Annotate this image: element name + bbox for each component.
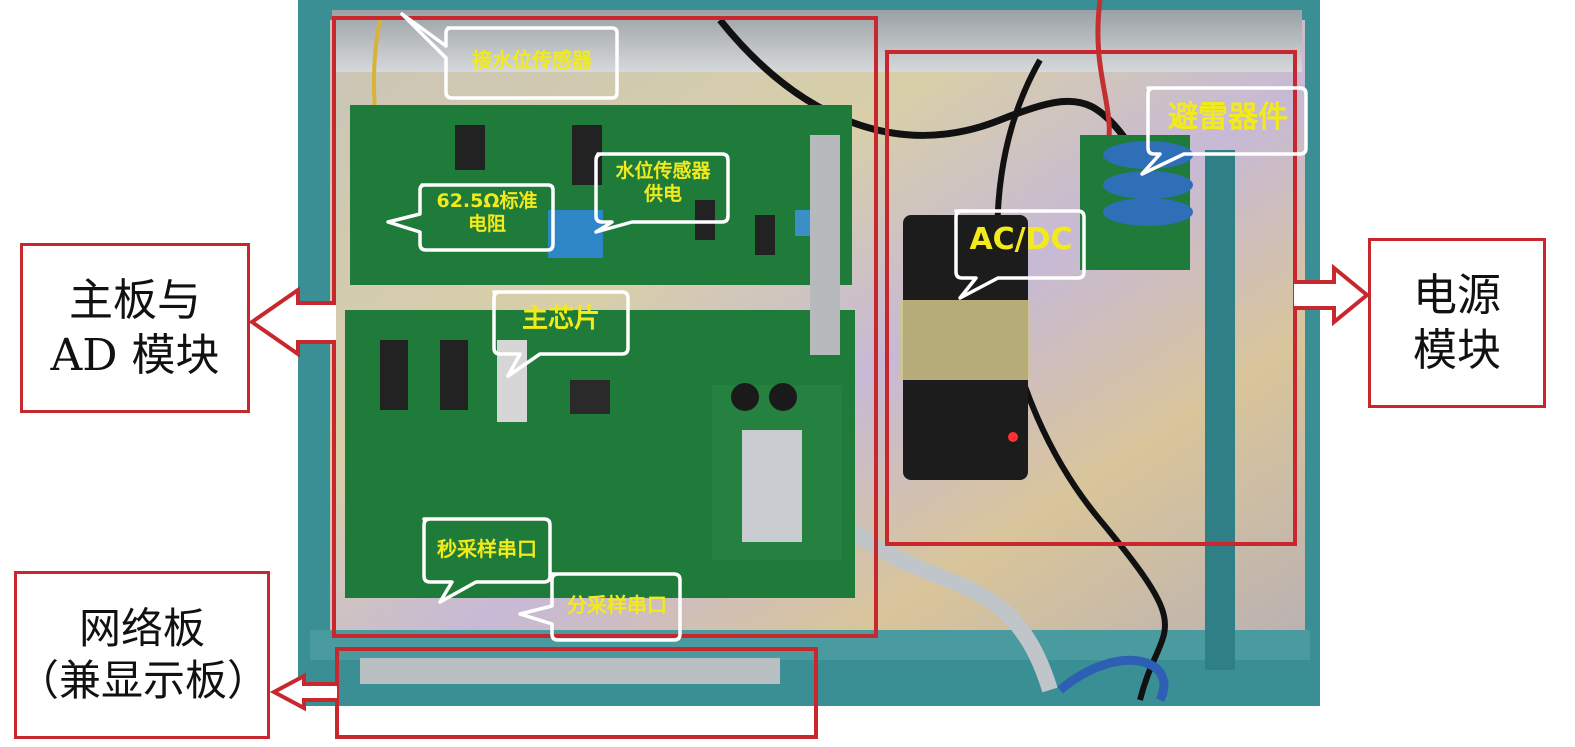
upper-pcb-cap — [795, 210, 813, 236]
callout-sensor-power-line2: 供电 — [643, 182, 682, 205]
callout-resistor: 62.5Ω标准 电阻 — [424, 190, 550, 236]
network-label-line1: 网络板 — [78, 603, 205, 653]
callout-minute-serial: 分采样串口 — [567, 593, 667, 617]
mainboard-arrow — [248, 286, 336, 358]
lower-pcb-heatsink — [742, 430, 802, 542]
upper-pcb-chip-d — [755, 215, 775, 255]
bubble-second-serial — [422, 517, 552, 604]
adapter-clamp — [900, 300, 1030, 380]
upper-pcb-relay — [548, 210, 603, 258]
bubble-water-sensor — [400, 12, 619, 100]
lower-pcb-qfp — [570, 380, 610, 414]
bubble-lightning — [1140, 86, 1308, 176]
upper-pcb-chip-c — [695, 200, 715, 240]
callout-resistor-line1: 62.5Ω标准 — [436, 190, 538, 212]
callout-lightning: 避雷器件 — [1168, 100, 1288, 135]
bottom-bar — [360, 658, 780, 684]
black-cable-2 — [994, 58, 1168, 701]
blue-cable — [1057, 655, 1169, 703]
bubble-minute-serial — [518, 572, 682, 642]
power-arrow — [1294, 263, 1371, 327]
callout-resistor-line2: 电阻 — [467, 212, 506, 235]
capacitor-2 — [769, 383, 797, 411]
power-label-box: 电源 模块 — [1368, 238, 1546, 408]
network-label-box: 网络板 （兼显示板） — [14, 571, 270, 739]
lower-pcb-chip-b — [440, 340, 468, 410]
mainboard-label-box: 主板与 AD 模块 — [20, 243, 250, 413]
bubble-resistor — [386, 183, 555, 252]
callout-sensor-power: 水位传感器 供电 — [600, 160, 726, 206]
mainboard-label-line1: 主板与 — [69, 275, 201, 326]
black-cable — [717, 17, 1183, 222]
callout-water-sensor: 接水位传感器 — [472, 48, 592, 72]
varistor-2 — [1103, 171, 1193, 199]
mainboard-label-line2: AD 模块 — [50, 330, 220, 381]
capacitor-1 — [731, 383, 759, 411]
network-arrow — [269, 672, 337, 712]
bubble-sensor-power — [594, 152, 730, 234]
network-label-line2: （兼显示板） — [17, 656, 270, 705]
ribbon-header — [810, 135, 840, 355]
power-label-line2: 模块 — [1413, 325, 1501, 376]
callout-sensor-power-line1: 水位传感器 — [615, 160, 711, 182]
adapter-led — [1008, 432, 1018, 442]
right-channel — [1205, 150, 1235, 670]
upper-pcb-chip-a — [455, 125, 485, 170]
callout-acdc: AC/DC — [969, 222, 1073, 257]
callout-second-serial: 秒采样串口 — [437, 537, 537, 561]
lower-pcb-chip-a — [380, 340, 408, 410]
bubble-main-chip — [492, 290, 630, 378]
varistor-3 — [1103, 198, 1193, 226]
power-label-line1: 电源 — [1413, 270, 1501, 321]
bubble-acdc — [954, 209, 1086, 300]
top-rail — [332, 10, 1302, 72]
callout-main-chip: 主芯片 — [521, 304, 600, 334]
